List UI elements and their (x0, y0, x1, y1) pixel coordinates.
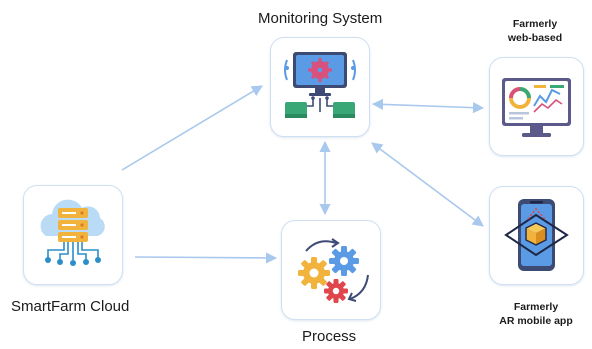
edge-cloud-to-monitoring (121, 85, 263, 171)
smartfarm-cloud-node[interactable] (23, 185, 123, 285)
web-app-title-line1: Farmerly (512, 18, 558, 30)
mobile-app-title-line2: AR mobile app (499, 315, 573, 327)
mobile-app-node[interactable] (489, 186, 584, 285)
monitoring-system-node[interactable] (270, 37, 370, 137)
monitor-gear-icon (284, 52, 356, 118)
gears-icon (298, 238, 369, 303)
dashboard-monitor-icon (502, 78, 571, 137)
edge-cloud-to-process (134, 252, 278, 264)
ar-phone-icon (504, 199, 569, 271)
process-title: Process (302, 328, 357, 345)
mobile-app-title-line1: Farmerly (513, 301, 559, 313)
monitoring-system-title: Monitoring System (258, 10, 383, 27)
web-app-title-line2: web-based (507, 32, 563, 44)
smartfarm-cloud-title: SmartFarm Cloud (11, 298, 130, 315)
cloud-server-icon (40, 199, 105, 266)
mobile-app-title: Farmerly AR mobile app (488, 300, 584, 328)
edge-monitoring-web (371, 98, 485, 114)
edge-monitoring-mobile (371, 142, 484, 227)
process-node[interactable] (281, 220, 381, 320)
web-app-title: Farmerly web-based (490, 17, 580, 45)
web-app-node[interactable] (489, 57, 584, 156)
